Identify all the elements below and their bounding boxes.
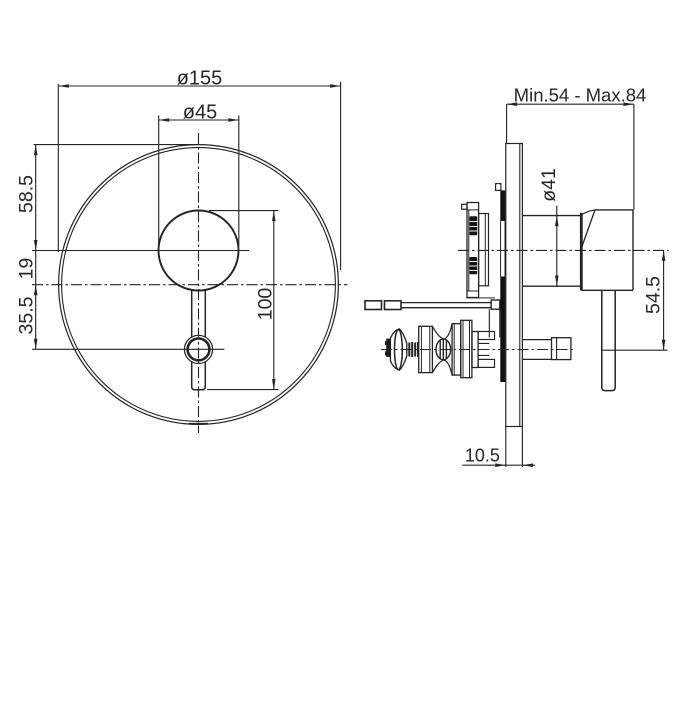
svg-text:ø45: ø45 — [183, 102, 217, 124]
svg-text:35.5: 35.5 — [15, 296, 37, 334]
svg-text:10.5: 10.5 — [465, 446, 500, 466]
svg-text:19: 19 — [15, 258, 37, 280]
svg-text:ø155: ø155 — [177, 68, 223, 90]
svg-text:Min.54 - Max.84: Min.54 - Max.84 — [514, 85, 647, 106]
svg-text:54.5: 54.5 — [642, 276, 664, 314]
svg-text:58.5: 58.5 — [15, 175, 37, 213]
svg-text:100: 100 — [255, 288, 277, 321]
svg-text:ø41: ø41 — [538, 168, 560, 202]
